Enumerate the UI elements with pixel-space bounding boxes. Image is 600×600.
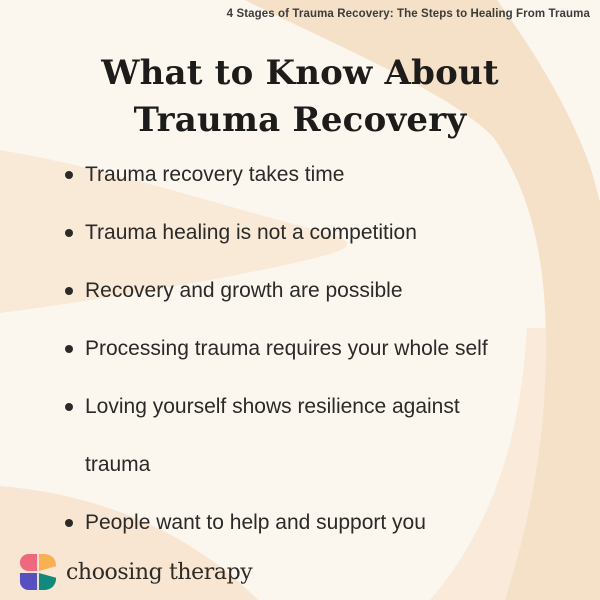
- logo-petal-orange: [38, 553, 57, 572]
- list-item: Recovery and growth are possible: [64, 262, 536, 320]
- logo-petal-indigo: [19, 572, 38, 591]
- bullet-icon: [65, 229, 73, 237]
- arc-bottom-left: [0, 486, 258, 600]
- page-title-line1: What to Know About: [101, 53, 499, 93]
- logo-petal-teal: [38, 572, 57, 591]
- list-item: Trauma healing is not a competition: [64, 204, 536, 262]
- brand-footer: choosing therapy: [19, 553, 253, 591]
- bullet-icon: [65, 171, 73, 179]
- list-item: Trauma recovery takes time: [64, 146, 536, 204]
- arc-main-band: [245, 0, 600, 600]
- list-item-text: People want to help and support you: [85, 511, 426, 534]
- list-item-text: Trauma recovery takes time: [85, 163, 345, 186]
- bullet-icon: [65, 403, 73, 411]
- bullet-icon: [65, 519, 73, 527]
- logo-petal-pink: [19, 553, 38, 572]
- list-item-text: Recovery and growth are possible: [85, 279, 403, 302]
- list-item: Processing trauma requires your whole se…: [64, 320, 536, 378]
- arc-upper-left: [0, 150, 348, 313]
- list-item-text: Loving yourself shows resilience against…: [85, 395, 460, 476]
- bullet-icon: [65, 345, 73, 353]
- page-title-line2: Trauma Recovery: [133, 100, 467, 140]
- list-item: People want to help and support you: [64, 494, 536, 552]
- list-item-text: Trauma healing is not a competition: [85, 221, 417, 244]
- brand-name: choosing therapy: [66, 559, 253, 585]
- header-tagline: 4 Stages of Trauma Recovery: The Steps t…: [226, 8, 590, 20]
- list-item-text: Processing trauma requires your whole se…: [85, 337, 488, 360]
- bullet-icon: [65, 287, 73, 295]
- key-points-list: Trauma recovery takes time Trauma healin…: [64, 146, 536, 552]
- brand-logo-icon: [19, 553, 57, 591]
- list-item: Loving yourself shows resilience against…: [64, 378, 536, 494]
- page-title: What to Know About Trauma Recovery: [0, 50, 600, 144]
